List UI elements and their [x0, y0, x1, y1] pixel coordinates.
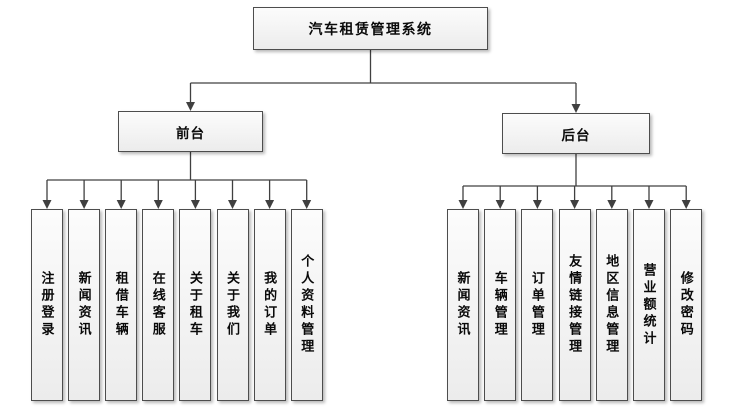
leaf-node-label: 营业额统计: [641, 262, 657, 348]
branch-node-back-label: 后台: [561, 127, 591, 143]
leaf-node-back-6: 营业额统计: [633, 209, 665, 401]
leaf-node-label: 注册登录: [39, 271, 55, 339]
leaf-node-back-2: 车辆管理: [484, 209, 517, 401]
leaf-node-label: 租借车辆: [113, 271, 129, 339]
leaf-node-back-5: 地区信息管理: [595, 209, 628, 401]
leaf-node-front-4: 在线客服: [142, 209, 175, 401]
leaf-node-front-7: 我的订单: [253, 209, 286, 401]
branch-node-front: 前台: [118, 111, 263, 152]
branch-node-front-label: 前台: [176, 125, 205, 141]
leaf-node-label: 在线客服: [150, 271, 166, 339]
root-node: 汽车租赁管理系统: [253, 7, 488, 50]
leaf-node-label: 修改密码: [678, 271, 694, 339]
leaf-node-label: 个人资料管理: [299, 254, 315, 356]
leaf-node-back-7: 修改密码: [670, 209, 703, 401]
leaf-node-back-4: 友情链接管理: [558, 209, 591, 401]
branch-node-back: 后台: [502, 113, 650, 154]
leaf-node-label: 车辆管理: [492, 271, 508, 339]
leaf-node-front-6: 关于我们: [216, 209, 249, 401]
leaf-node-back-3: 订单管理: [521, 209, 554, 401]
root-node-label: 汽车租赁管理系统: [308, 22, 433, 38]
leaf-node-label: 新闻资讯: [455, 271, 471, 339]
leaf-node-label: 关于我们: [225, 271, 240, 339]
leaf-node-front-2: 新闻资讯: [68, 209, 101, 401]
leaf-node-back-1: 新闻资讯: [447, 209, 479, 401]
leaf-node-front-8: 个人资料管理: [290, 209, 323, 401]
leaf-node-front-5: 关于租车: [179, 209, 212, 401]
leaf-node-label: 友情链接管理: [567, 254, 583, 356]
leaf-node-label: 新闻资讯: [76, 271, 92, 339]
leaf-node-front-1: 注册登录: [31, 209, 63, 401]
leaf-node-front-3: 租借车辆: [105, 209, 138, 401]
leaf-node-label: 我的订单: [262, 271, 278, 339]
leaf-node-label: 订单管理: [529, 271, 545, 339]
leaf-node-label: 地区信息管理: [604, 254, 620, 356]
leaf-node-label: 关于租车: [187, 271, 203, 339]
